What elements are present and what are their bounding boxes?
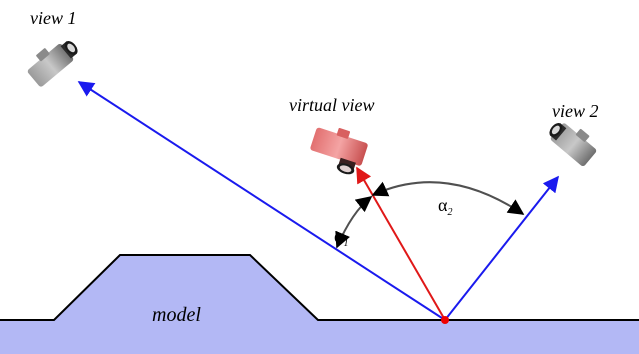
ray-to-view1: [77, 81, 446, 321]
camera-view1-icon: [27, 41, 78, 87]
ray-to-virtual-view: [356, 166, 446, 321]
model-outline: [0, 254, 639, 321]
angle-arc-alpha1: [335, 196, 373, 249]
ray-to-view2: [444, 175, 559, 321]
label-view2: view 2: [552, 101, 599, 121]
label-alpha2: α2: [438, 195, 452, 218]
surface-point: [441, 316, 449, 324]
label-view1: view 1: [30, 8, 77, 28]
label-alpha1: α1: [334, 226, 348, 249]
model-shape: [0, 255, 639, 354]
camera-view2-icon: [549, 123, 597, 167]
angle-arc-alpha2: [371, 181, 525, 215]
camera-virtual-view-icon: [310, 127, 368, 175]
label-virtual-view: virtual view: [289, 95, 374, 115]
label-model: model: [152, 304, 201, 326]
